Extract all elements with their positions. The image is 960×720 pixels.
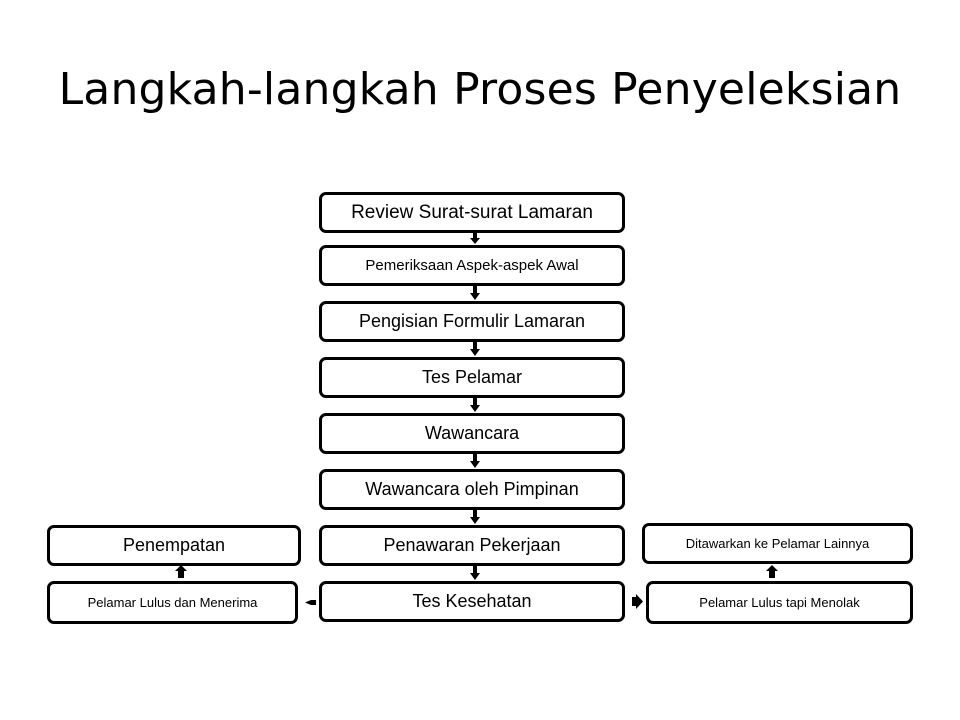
arrow-menerima-to-penempatan — [175, 565, 187, 578]
arrow-tes-pelamar-to-wawancara — [470, 398, 480, 412]
arrow-wawancara-to-pimpinan — [470, 454, 480, 468]
arrow-pemeriksaan-to-pengisian — [470, 286, 480, 300]
arrow-pengisian-to-tes-pelamar — [470, 342, 480, 356]
step-wawancara-pimpinan: Wawancara oleh Pimpinan — [319, 469, 625, 510]
step-pelamar-lulus-menolak: Pelamar Lulus tapi Menolak — [646, 581, 913, 624]
step-pelamar-lulus-menerima: Pelamar Lulus dan Menerima — [47, 581, 298, 624]
step-tes-pelamar: Tes Pelamar — [319, 357, 625, 398]
arrow-penawaran-to-kesehatan — [470, 566, 480, 580]
step-review-surat-lamaran: Review Surat-surat Lamaran — [319, 192, 625, 233]
slide-title: Langkah-langkah Proses Penyeleksian — [58, 64, 902, 115]
step-penawaran-pekerjaan: Penawaran Pekerjaan — [319, 525, 625, 566]
step-tes-kesehatan: Tes Kesehatan — [319, 581, 625, 622]
step-wawancara: Wawancara — [319, 413, 625, 454]
step-pemeriksaan-aspek-awal: Pemeriksaan Aspek-aspek Awal — [319, 245, 625, 286]
step-pengisian-formulir: Pengisian Formulir Lamaran — [319, 301, 625, 342]
step-penempatan: Penempatan — [47, 525, 301, 566]
arrow-kesehatan-to-menerima — [305, 600, 316, 605]
arrow-review-to-pemeriksaan — [470, 233, 480, 244]
step-ditawarkan-pelamar-lain: Ditawarkan ke Pelamar Lainnya — [642, 523, 913, 564]
arrow-pimpinan-to-penawaran — [470, 510, 480, 524]
arrow-menolak-to-ditawarkan — [766, 565, 778, 578]
arrow-kesehatan-to-menolak — [632, 594, 643, 609]
